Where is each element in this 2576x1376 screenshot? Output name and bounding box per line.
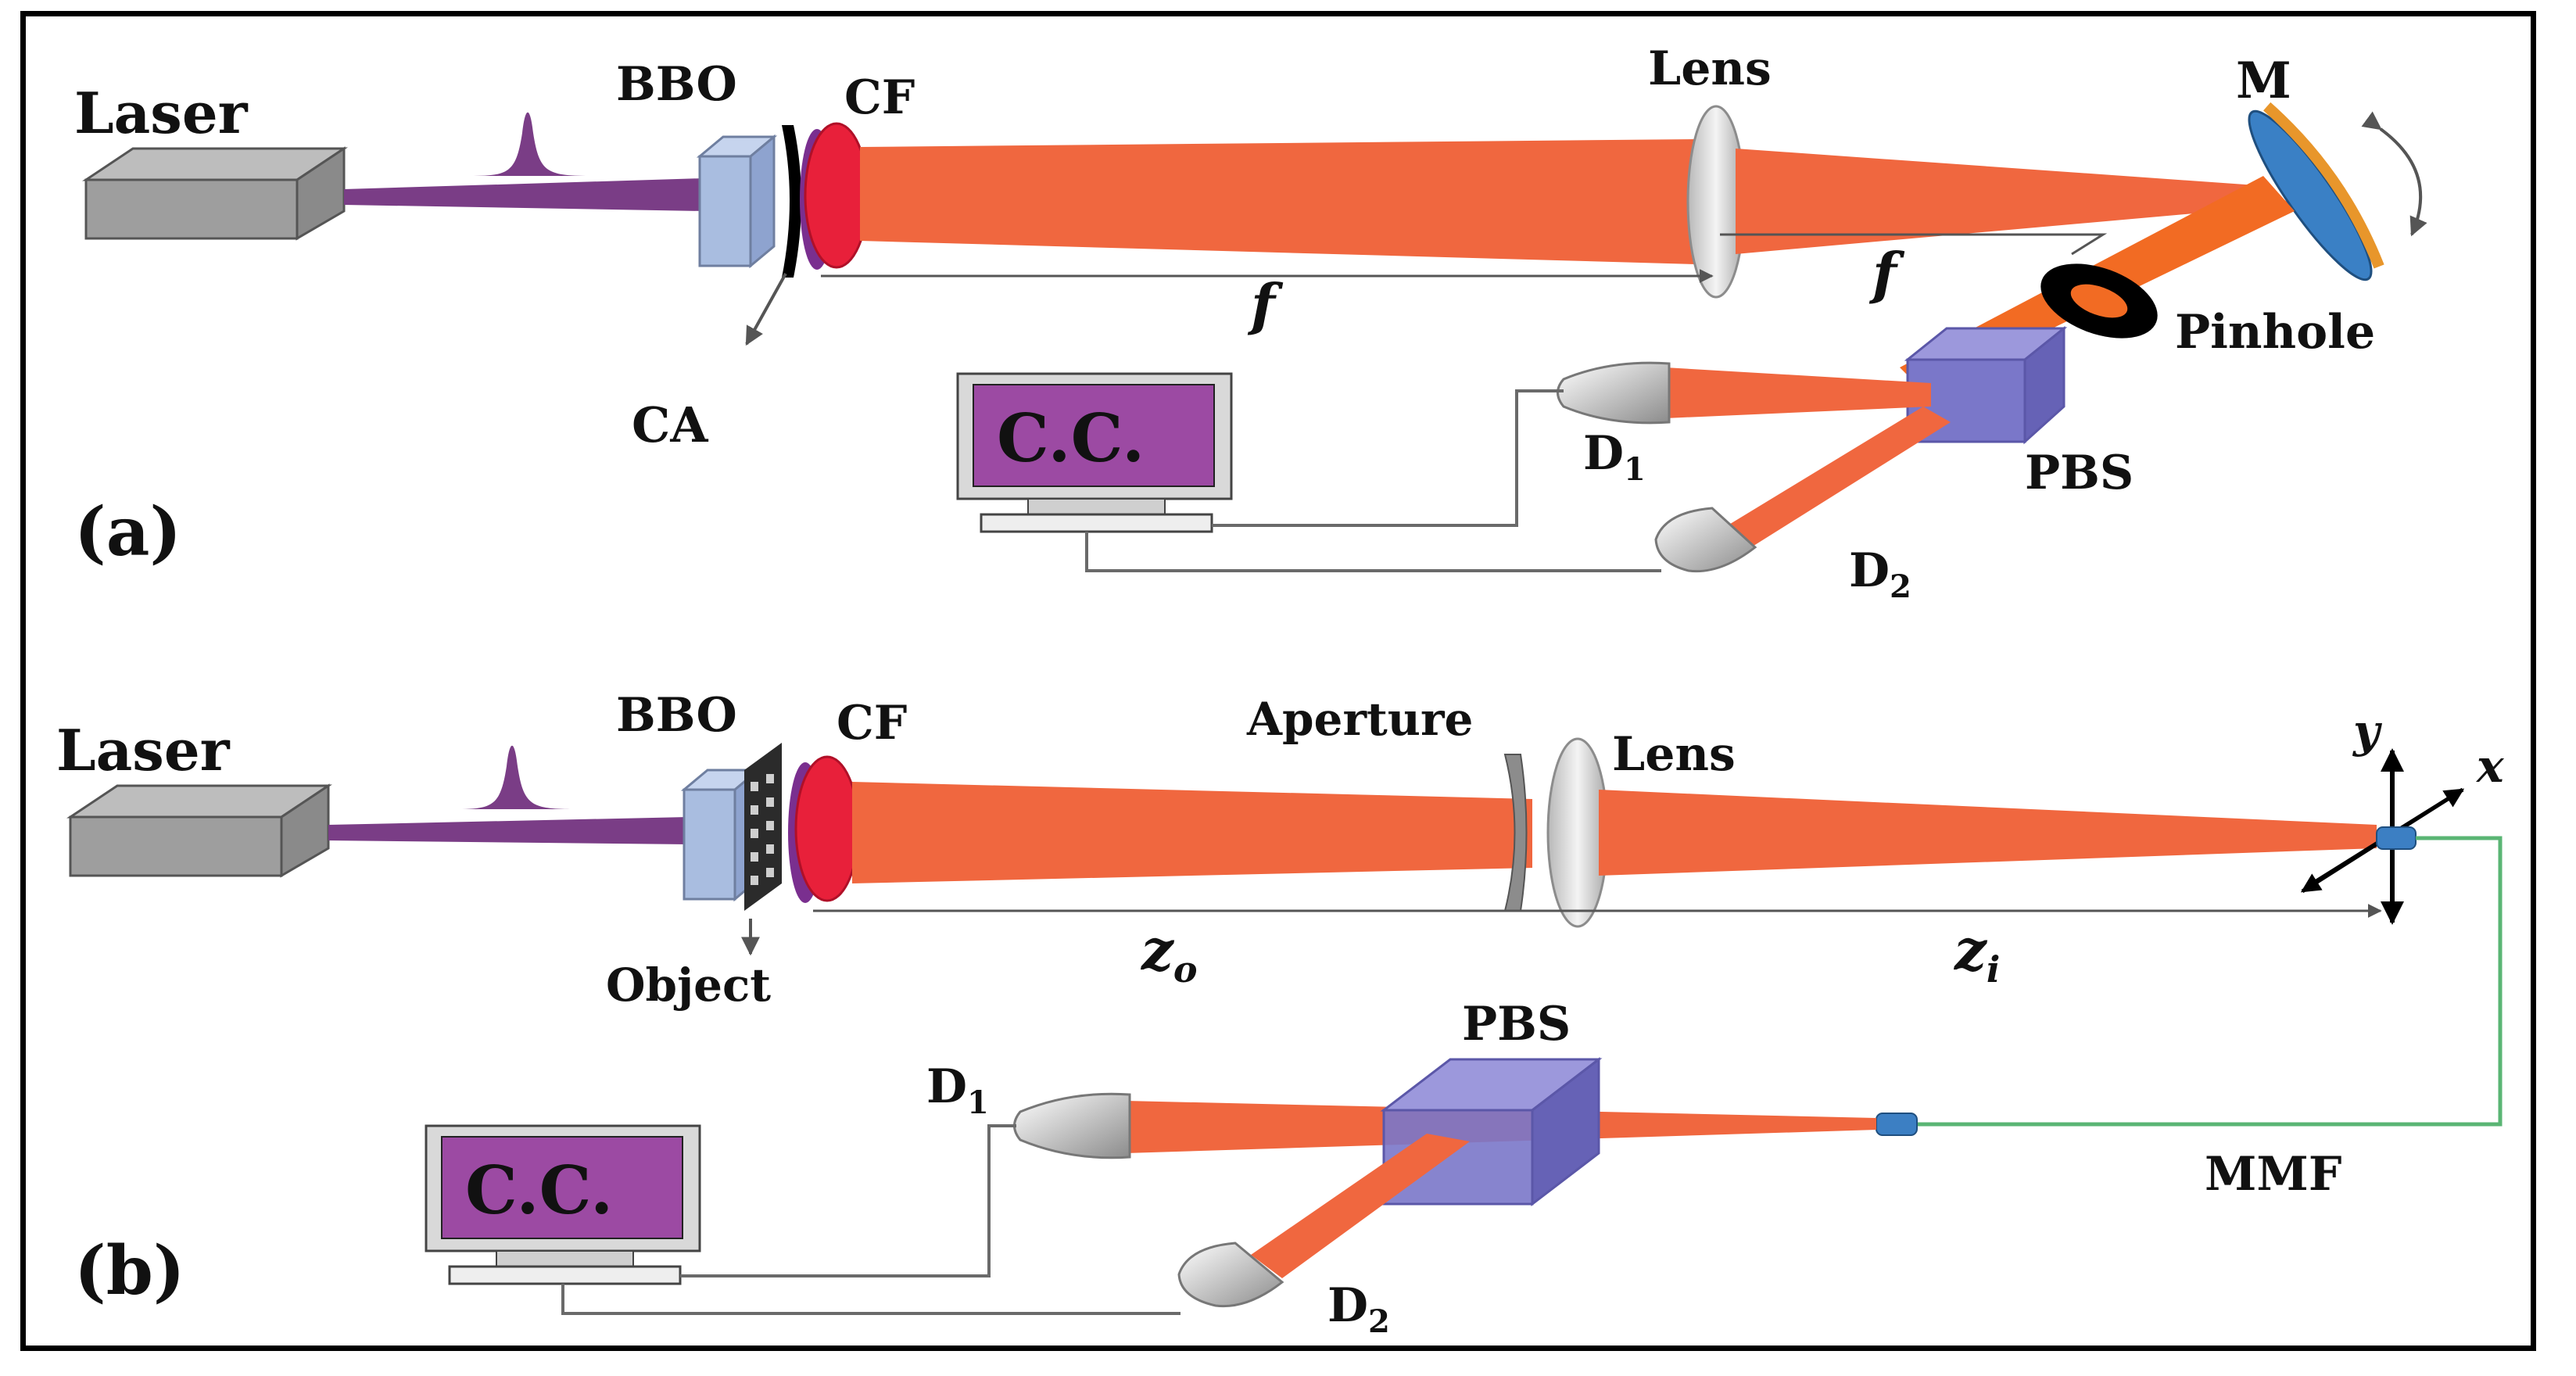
signal-beam-b1 <box>852 782 1532 883</box>
pump-beam-b <box>328 817 688 844</box>
mmf-label-b: MMF <box>2205 1147 2341 1202</box>
lens-b <box>1546 737 1609 928</box>
distance-f2-arrow-a <box>1720 233 2108 256</box>
collection-aperture-a <box>782 125 801 278</box>
mirror-a <box>2248 102 2384 281</box>
distance-zo-label-b: zo <box>1140 916 1198 991</box>
detector-d2-b <box>1177 1242 1284 1308</box>
axis-y-label-b: y <box>2352 704 2383 758</box>
d2-label-b: D2 <box>1327 1278 1390 1340</box>
axis-x-label-b: x <box>2475 740 2505 793</box>
pinhole-a <box>2040 263 2158 339</box>
aperture-label-b: Aperture <box>1246 693 1473 746</box>
laser-label-b: Laser <box>56 717 231 783</box>
d1-label-b: D1 <box>926 1059 989 1121</box>
wire-d1-b <box>680 1124 1016 1277</box>
fiber-coupler-out-b <box>1876 1113 1918 1136</box>
object-mask-b <box>744 743 782 911</box>
distance-zi-label-b: zi <box>1953 916 2000 991</box>
d2-label-a: D2 <box>1849 543 1911 605</box>
detector-d2-a <box>1654 507 1757 573</box>
panel-label-b: (b) <box>74 1231 185 1310</box>
beam-to-d1-a <box>1665 367 1931 418</box>
pump-beam-a <box>344 178 704 211</box>
beam-to-d2-a <box>1724 407 1951 547</box>
pinhole-label-a: Pinhole <box>2175 305 2375 360</box>
detector-d1-a <box>1557 361 1671 425</box>
beam-to-d2-b <box>1251 1134 1470 1278</box>
fiber-coupler-in-b <box>2376 826 2417 850</box>
mmf-fiber-b <box>1915 836 2503 1127</box>
pulse-icon-b <box>453 745 579 809</box>
lens-label-a: Lens <box>1648 41 1772 96</box>
ca-label-a: CA <box>632 396 708 453</box>
signal-beam-a1 <box>860 139 1696 264</box>
computer-label-a: C.C. <box>997 400 1145 477</box>
bbo-label-b: BBO <box>616 688 737 743</box>
computer-a <box>956 372 1233 533</box>
pbs-label-a: PBS <box>2025 446 2134 500</box>
pbs-cube-b <box>1380 1056 1603 1207</box>
cf-label-a: CF <box>844 70 915 125</box>
signal-beam-a2 <box>1736 149 2291 254</box>
rotation-arrow-a <box>2361 111 2427 237</box>
panel-b: Laser BBO Object CF <box>56 688 2505 1340</box>
d1-label-a: D1 <box>1583 426 1646 488</box>
mirror-label-a: M <box>2236 52 2291 110</box>
object-label-b: Object <box>606 959 771 1012</box>
pbs-cube-a <box>1904 325 2068 445</box>
laser-label-a: Laser <box>74 80 249 146</box>
bbo-crystal-a <box>696 134 778 269</box>
laser-box-a <box>82 146 348 241</box>
computer-label-b: C.C. <box>465 1152 613 1229</box>
pbs-label-b: PBS <box>1462 997 1571 1052</box>
bbo-label-a: BBO <box>616 57 737 112</box>
signal-beam-b2 <box>1599 790 2377 876</box>
wire-d2-a <box>1085 532 1661 572</box>
distance-f1-label-a: f <box>1247 271 1284 338</box>
wire-d1-a <box>1212 389 1564 527</box>
ca-pointer-a <box>745 273 787 346</box>
pulse-icon-a <box>469 112 594 176</box>
computer-b <box>425 1124 701 1285</box>
wire-d2-b <box>561 1284 1181 1315</box>
panel-label-a: (a) <box>74 493 181 572</box>
panel-a: Laser BBO CF CA Lens M <box>74 41 2427 605</box>
detector-d1-b <box>1013 1092 1131 1159</box>
color-filter-a <box>804 122 869 269</box>
laser-box-b <box>66 783 332 878</box>
cf-label-b: CF <box>837 696 907 751</box>
distance-f2-label-a: f <box>1868 240 1905 306</box>
lens-label-b: Lens <box>1612 727 1736 782</box>
color-filter-b <box>794 755 860 902</box>
